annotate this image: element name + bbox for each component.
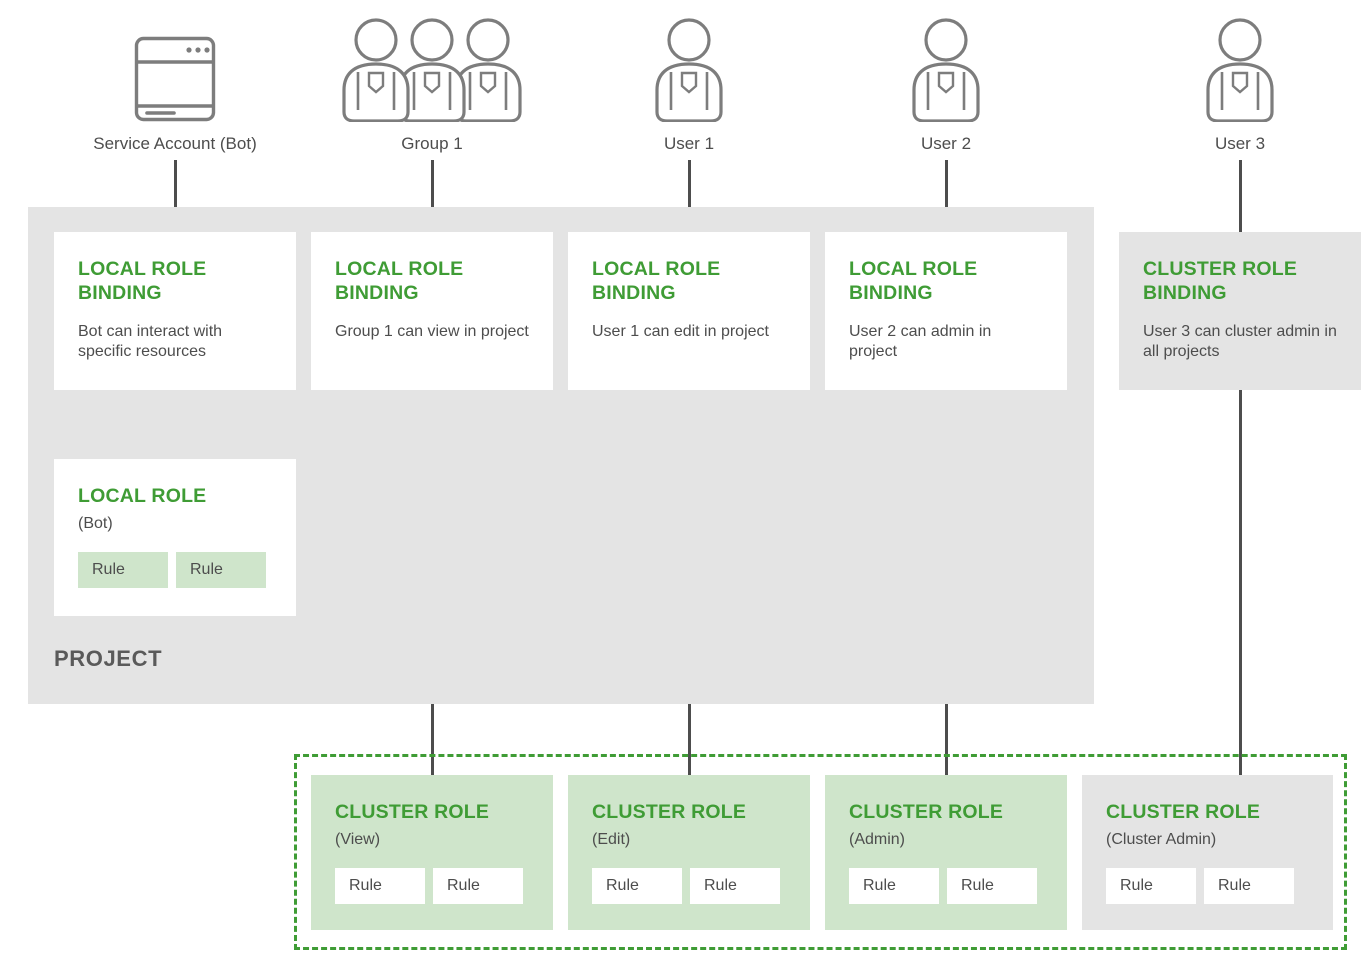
rule-list: Rule Rule	[335, 868, 529, 905]
card-subtitle: (Cluster Admin)	[1106, 830, 1217, 848]
person-icon	[589, 10, 789, 122]
local-role-binding-user2[interactable]: LOCAL ROLE BINDING User 2 can admin in p…	[825, 232, 1067, 390]
rule-chip[interactable]: Rule	[947, 868, 1037, 905]
actor-user-1: User 1	[589, 10, 789, 154]
card-title: CLUSTER ROLE	[1106, 801, 1261, 823]
rule-chip[interactable]: Rule	[592, 868, 682, 905]
group-of-people-icon	[332, 10, 532, 122]
local-role-binding-user1[interactable]: LOCAL ROLE BINDING User 1 can edit in pr…	[568, 232, 810, 390]
rule-list: Rule Rule	[592, 868, 786, 905]
card-title: LOCAL ROLE BINDING	[335, 258, 464, 304]
card-title: LOCAL ROLE	[78, 485, 207, 507]
local-role-bot[interactable]: LOCAL ROLE (Bot) Rule Rule	[54, 459, 296, 616]
cluster-role-edit[interactable]: CLUSTER ROLE (Edit) Rule Rule	[568, 775, 810, 930]
cluster-role-binding-user3[interactable]: CLUSTER ROLE BINDING User 3 can cluster …	[1119, 232, 1361, 390]
actor-user-2: User 2	[846, 10, 1046, 154]
actor-caption: User 3	[1214, 134, 1266, 153]
cluster-role-cluster-admin[interactable]: CLUSTER ROLE (Cluster Admin) Rule Rule	[1082, 775, 1333, 930]
card-title: CLUSTER ROLE	[335, 801, 490, 823]
card-title: CLUSTER ROLE	[849, 801, 1004, 823]
rule-list: Rule Rule	[1106, 868, 1309, 905]
actor-caption: User 2	[920, 134, 972, 153]
cluster-role-view[interactable]: CLUSTER ROLE (View) Rule Rule	[311, 775, 553, 930]
connector-user3	[1239, 160, 1242, 800]
actor-service-account: Service Account (Bot)	[75, 10, 275, 154]
cluster-scope-region	[294, 754, 1347, 950]
card-subtitle: (View)	[335, 830, 381, 848]
card-subtitle: (Bot)	[78, 514, 113, 532]
actor-group-1: Group 1	[332, 10, 532, 154]
actor-caption: Group 1	[401, 134, 463, 153]
card-title: CLUSTER ROLE	[592, 801, 747, 823]
rule-chip[interactable]: Rule	[176, 552, 266, 589]
rule-chip[interactable]: Rule	[335, 868, 425, 905]
person-icon	[1140, 10, 1340, 122]
card-description: Group 1 can view in project	[335, 322, 529, 340]
rule-list: Rule Rule	[849, 868, 1043, 905]
actor-caption: Service Account (Bot)	[93, 134, 257, 153]
card-subtitle: (Admin)	[849, 830, 906, 848]
card-description: User 1 can edit in project	[592, 322, 769, 340]
card-title: LOCAL ROLE BINDING	[78, 258, 207, 304]
rule-chip[interactable]: Rule	[849, 868, 939, 905]
rule-chip[interactable]: Rule	[433, 868, 523, 905]
rule-chip[interactable]: Rule	[690, 868, 780, 905]
actor-caption: User 1	[663, 134, 715, 153]
card-title: CLUSTER ROLE BINDING	[1143, 258, 1298, 304]
card-description: Bot can interact with specific resources	[78, 322, 223, 361]
card-subtitle: (Edit)	[592, 830, 631, 848]
card-title: LOCAL ROLE BINDING	[849, 258, 978, 304]
rule-chip[interactable]: Rule	[1204, 868, 1294, 905]
rule-chip[interactable]: Rule	[1106, 868, 1196, 905]
card-description: User 2 can admin in project	[849, 322, 992, 361]
browser-window-icon	[75, 10, 275, 122]
card-description: User 3 can cluster admin in all projects	[1143, 322, 1337, 361]
cluster-role-admin[interactable]: CLUSTER ROLE (Admin) Rule Rule	[825, 775, 1067, 930]
card-title: LOCAL ROLE BINDING	[592, 258, 721, 304]
local-role-binding-group1[interactable]: LOCAL ROLE BINDING Group 1 can view in p…	[311, 232, 553, 390]
local-role-binding-bot[interactable]: LOCAL ROLE BINDING Bot can interact with…	[54, 232, 296, 390]
person-icon	[846, 10, 1046, 122]
actor-user-3: User 3	[1140, 10, 1340, 154]
rule-chip[interactable]: Rule	[78, 552, 168, 589]
project-label: PROJECT	[54, 646, 163, 671]
rule-list: Rule Rule	[78, 552, 272, 589]
